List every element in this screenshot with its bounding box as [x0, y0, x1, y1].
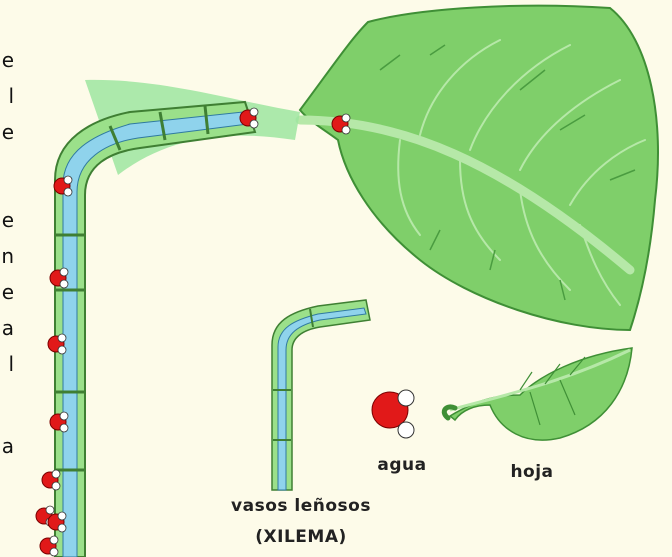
water-molecule-legend-icon — [372, 390, 414, 438]
xylem-sublabel: (XILEMA) — [196, 527, 406, 547]
xylem-label: vasos leñosos — [196, 496, 406, 516]
water-label: agua — [362, 455, 442, 475]
xylem-legend-icon — [272, 300, 370, 490]
xylem-vessel-icon — [55, 102, 255, 557]
leaf-legend-icon — [444, 348, 632, 440]
leaf-label: hoja — [492, 462, 572, 482]
large-leaf-icon — [300, 6, 658, 330]
